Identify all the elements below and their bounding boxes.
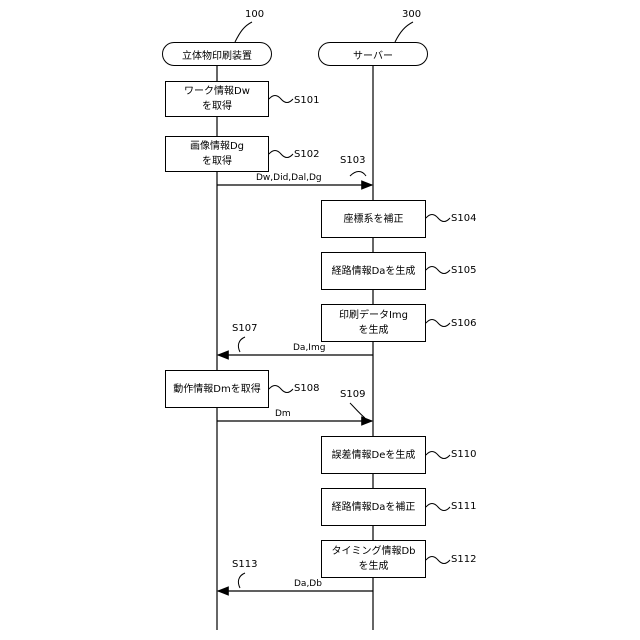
step-box-s104: 座標系を補正 [321,200,426,238]
step-id-s106: S106 [451,318,476,329]
step-id-s111: S111 [451,501,476,512]
message-label-s103: Dw,Did,Dal,Dg [256,173,322,183]
message-label-s109: Dm [275,409,291,419]
leader-s109 [350,403,365,418]
leader-s106 [426,320,450,327]
leader-s104 [426,215,450,222]
message-label-s107: Da,Img [293,343,325,353]
step-box-s106: 印刷データImgを生成 [321,304,426,342]
step-id-s112: S112 [451,554,476,565]
step-box-s102: 画像情報Dgを取得 [165,136,269,172]
actor-server: サーバー [318,42,428,66]
step-id-s103: S103 [340,155,365,166]
leader-s111 [426,504,450,511]
step-id-s113: S113 [232,559,257,570]
leader-s112 [426,557,450,564]
step-box-s110: 誤差情報Deを生成 [321,436,426,474]
leader-s108 [269,386,293,393]
ref-leader-300 [395,22,413,42]
step-id-s104: S104 [451,213,476,224]
step-box-s112: タイミング情報Dbを生成 [321,540,426,578]
step-id-s108: S108 [294,383,319,394]
step-id-s101: S101 [294,95,319,106]
step-box-s111: 経路情報Daを補正 [321,488,426,526]
message-label-s113: Da,Db [294,579,322,589]
step-id-s109: S109 [340,389,365,400]
step-box-s101: ワーク情報Dwを取得 [165,81,269,117]
step-id-s105: S105 [451,265,476,276]
step-box-s105: 経路情報Daを生成 [321,252,426,290]
ref-number-100: 100 [245,9,264,20]
leader-s110 [426,452,450,459]
actor-printing-apparatus: 立体物印刷装置 [162,42,272,66]
leader-s102 [269,151,293,158]
step-id-s110: S110 [451,449,476,460]
leader-s107 [238,337,245,352]
ref-leader-100 [235,22,252,42]
ref-number-300: 300 [402,9,421,20]
leader-s105 [426,267,450,274]
leader-s101 [269,96,293,103]
leader-s103 [350,172,366,177]
step-box-s108: 動作情報Dmを取得 [165,370,269,408]
step-id-s107: S107 [232,323,257,334]
step-id-s102: S102 [294,149,319,160]
leader-s113 [238,573,245,588]
